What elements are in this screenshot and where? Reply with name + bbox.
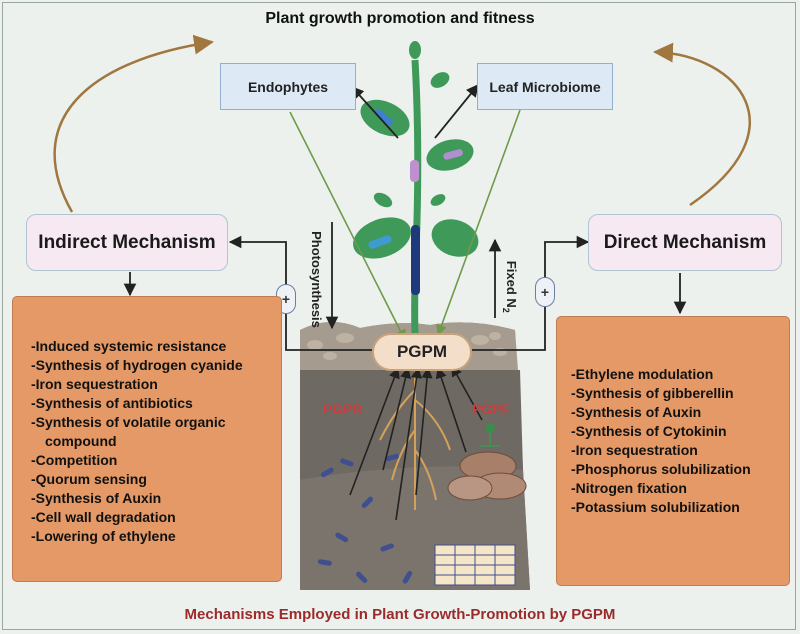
curve-arrow-left xyxy=(53,34,214,213)
endophytes-label: Endophytes xyxy=(247,78,329,95)
photosynthesis-text: Photosynthesis xyxy=(308,231,324,328)
plus-symbol: + xyxy=(281,291,291,307)
bacteria-icon xyxy=(317,453,413,584)
figure-caption: Mechanisms Employed in Plant Growth-Prom… xyxy=(184,606,616,623)
pgpm-label: PGPM xyxy=(396,342,448,361)
pgpm-center-box: PGPM xyxy=(372,333,472,371)
leaf-microbiome-box: Leaf Microbiome xyxy=(477,63,613,110)
endophytes-box: Endophytes xyxy=(220,63,356,110)
list-item: -Nitrogen fixation xyxy=(571,480,687,496)
list-item: -Synthesis of antibiotics xyxy=(31,395,193,411)
fungus-icon xyxy=(447,423,527,501)
list-item: -Induced systemic resistance xyxy=(31,338,227,354)
direct-mechanism-title: Direct Mechanism xyxy=(603,231,767,253)
direct-mechanism-list: -Ethylene modulation -Synthesis of gibber… xyxy=(556,316,790,586)
list-item: -Cell wall degradation xyxy=(31,509,176,525)
fixed-n2-label: Fixed N2 xyxy=(501,261,519,313)
list-item: -Quorum sensing xyxy=(31,471,147,487)
photosynthesis-label: Photosynthesis xyxy=(309,231,324,328)
leaf-microbiome-label: Leaf Microbiome xyxy=(489,78,601,95)
fixed-n2-text: Fixed N xyxy=(503,260,519,308)
indirect-mechanism-title: Indirect Mechanism xyxy=(38,231,216,253)
curve-arrow-right xyxy=(653,42,751,207)
figure-title: Plant growth promotion and fitness xyxy=(265,10,535,27)
list-item: -Ethylene modulation xyxy=(571,366,714,382)
list-item: -Synthesis of volatile organic xyxy=(31,414,226,430)
indirect-mechanism-list: -Induced systemic resistance -Synthesis o… xyxy=(12,296,282,582)
list-item: -Iron sequestration xyxy=(31,376,158,392)
list-item: -Synthesis of gibberellin xyxy=(571,385,734,401)
direct-mechanism-box: Direct Mechanism xyxy=(588,214,782,271)
list-item: -Synthesis of Auxin xyxy=(31,490,162,506)
pgpf-label: PGPF xyxy=(472,401,511,417)
list-item: -Synthesis of Auxin xyxy=(571,404,702,420)
list-item: -Phosphorus solubilization xyxy=(571,461,751,477)
list-item: -Iron sequestration xyxy=(571,442,698,458)
fixed-n2-subscript: 2 xyxy=(501,307,512,313)
list-item: compound xyxy=(45,433,117,449)
list-item: -Synthesis of hydrogen cyanide xyxy=(31,357,243,373)
plant-icon xyxy=(353,41,479,336)
list-item: -Lowering of ethylene xyxy=(31,528,176,544)
list-item: -Competition xyxy=(31,452,118,468)
indirect-mechanism-box: Indirect Mechanism xyxy=(26,214,228,271)
plus-indicator-right: + xyxy=(535,277,555,307)
list-item: -Synthesis of Cytokinin xyxy=(571,423,727,439)
root-cells-icon xyxy=(434,544,516,586)
plus-symbol: + xyxy=(540,284,550,300)
list-item: -Potassium solubilization xyxy=(571,499,740,515)
pgpr-label: PGPR xyxy=(323,401,363,417)
